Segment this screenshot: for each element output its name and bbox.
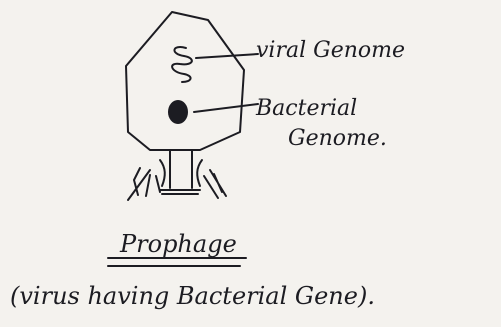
viral-genome-label: viral Genome [256, 38, 405, 63]
phage-collar [170, 150, 192, 188]
bacterial-genome-label-line2: Genome. [288, 126, 387, 151]
viral-genome-pointer [196, 54, 258, 58]
tail-fiber-left [128, 168, 160, 200]
phage-base-plate [160, 190, 200, 194]
bacterial-genome-pointer [194, 104, 258, 112]
bacterial-genome-label-line1: Bacterial [256, 96, 357, 121]
tail-fiber-right [204, 170, 226, 198]
viral-genome-coil [172, 47, 192, 82]
diagram-title: Prophage [120, 230, 237, 258]
phage-tail-neck [160, 160, 202, 186]
bacterial-genome-dot [168, 100, 188, 124]
diagram-caption: (virus having Bacterial Gene). [10, 282, 375, 310]
